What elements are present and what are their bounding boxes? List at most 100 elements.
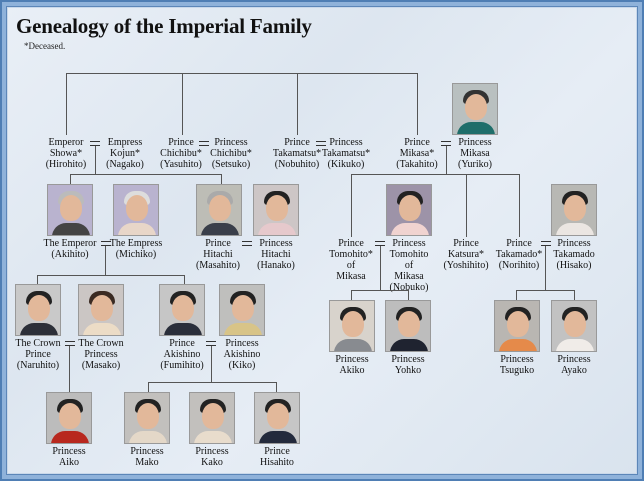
photo-face	[564, 195, 586, 221]
person-takamado-prince: Prince Takamado* (Norihito)	[495, 238, 543, 271]
photo-face	[342, 311, 364, 337]
person-kako: Princess Kako	[195, 446, 229, 468]
photo-face	[267, 403, 289, 429]
photo-body	[258, 223, 296, 235]
photo-crown-princess	[78, 284, 124, 336]
person-hitachi-princess: Princess Hitachi (Hanako)	[257, 238, 295, 271]
marriage-sign	[90, 141, 100, 146]
connector	[417, 73, 418, 135]
person-chichibu-princess: Princess Chichibu* (Setsuko)	[210, 137, 252, 170]
photo-face	[202, 403, 224, 429]
connector	[182, 73, 183, 135]
photo-hitachi-prince	[196, 184, 242, 236]
connector	[351, 290, 409, 291]
photo-emperor	[47, 184, 93, 236]
person-akishino-prince: Prince Akishino (Fumihito)	[160, 338, 204, 371]
photo-body	[83, 323, 121, 335]
deceased-note: *Deceased.	[24, 41, 66, 51]
photo-face	[91, 295, 113, 321]
person-empress: The Empress (Michiko)	[109, 238, 163, 260]
photo-body	[224, 323, 262, 335]
photo-body	[118, 223, 156, 235]
marriage-sign	[441, 141, 451, 146]
photo-akiko	[329, 300, 375, 352]
connector	[574, 290, 575, 300]
photo-tomohito-princess	[386, 184, 432, 236]
photo-face	[60, 195, 82, 221]
connector	[519, 174, 520, 237]
photo-body	[499, 339, 537, 351]
photo-face	[564, 311, 586, 337]
connector	[516, 290, 517, 300]
photo-face	[172, 295, 194, 321]
photo-face	[209, 195, 231, 221]
photo-face	[507, 311, 529, 337]
chart-panel	[6, 6, 638, 475]
connector	[211, 346, 212, 382]
marriage-sign	[65, 341, 75, 346]
marriage-sign	[541, 241, 551, 246]
person-hitachi-prince: Prince Hitachi (Masahito)	[196, 238, 240, 271]
person-takamatsu-princess: Princess Takamatsu* (Kikuko)	[321, 137, 371, 170]
person-showa: Emperor Showa* (Hirohito)	[45, 137, 87, 170]
person-akiko: Princess Akiko	[335, 354, 369, 376]
photo-akishino-prince	[159, 284, 205, 336]
photo-mikasa-princess	[452, 83, 498, 135]
photo-body	[52, 223, 90, 235]
page-title: Genealogy of the Imperial Family	[16, 14, 312, 38]
connector	[466, 174, 467, 237]
connector	[351, 290, 352, 300]
photo-yohko	[385, 300, 431, 352]
photo-body	[201, 223, 239, 235]
photo-body	[164, 323, 202, 335]
photo-face	[266, 195, 288, 221]
person-takamado-princess: Princess Takamado (Hisako)	[553, 238, 595, 271]
connector	[70, 174, 71, 184]
person-emperor: The Emperor (Akihito)	[43, 238, 97, 260]
connector	[105, 246, 106, 275]
marriage-sign	[316, 141, 326, 146]
connector	[297, 73, 298, 135]
marriage-sign	[206, 341, 216, 346]
photo-face	[232, 295, 254, 321]
photo-ayako	[551, 300, 597, 352]
person-tsuguko: Princess Tsuguko	[499, 354, 535, 376]
person-tomohito-prince: Prince Tomohito* of Mikasa	[329, 238, 373, 282]
photo-hisahito	[254, 392, 300, 444]
person-chichibu-prince: Prince Chichibu* (Yasuhito)	[160, 137, 202, 170]
photo-empress	[113, 184, 159, 236]
connector	[95, 146, 96, 174]
photo-body	[129, 431, 167, 443]
person-crown-princess: The Crown Princess (Masako)	[78, 338, 124, 371]
photo-body	[20, 323, 58, 335]
marriage-sign	[101, 241, 111, 246]
connector	[69, 346, 70, 392]
person-ayako: Princess Ayako	[557, 354, 591, 376]
photo-body	[390, 339, 428, 351]
connector	[516, 290, 575, 291]
connector	[148, 382, 277, 383]
connector	[276, 382, 277, 392]
photo-body	[51, 431, 89, 443]
photo-mako	[124, 392, 170, 444]
person-takamatsu-prince: Prince Takamatsu* (Nobuhito)	[272, 137, 322, 170]
person-akishino-princess: Princess Akishino (Kiko)	[223, 338, 261, 371]
photo-body	[334, 339, 372, 351]
connector	[37, 275, 185, 276]
person-mako: Princess Mako	[130, 446, 164, 468]
marriage-sign	[242, 241, 252, 246]
marriage-sign	[375, 241, 385, 246]
photo-takamado-princess	[551, 184, 597, 236]
photo-body	[391, 223, 429, 235]
person-hisahito: Prince Hisahito	[260, 446, 294, 468]
connector	[221, 174, 222, 184]
person-kojun: Empress Kojun* (Nagako)	[106, 137, 144, 170]
connector	[184, 275, 185, 284]
connector	[380, 246, 381, 290]
gen1-sibling-line	[66, 73, 418, 74]
photo-face	[126, 195, 148, 221]
person-tomohito-princess: Princess Tomohito of Mikasa (Nobuko)	[389, 238, 429, 293]
photo-body	[457, 122, 495, 134]
photo-face	[465, 94, 487, 120]
photo-kako	[189, 392, 235, 444]
